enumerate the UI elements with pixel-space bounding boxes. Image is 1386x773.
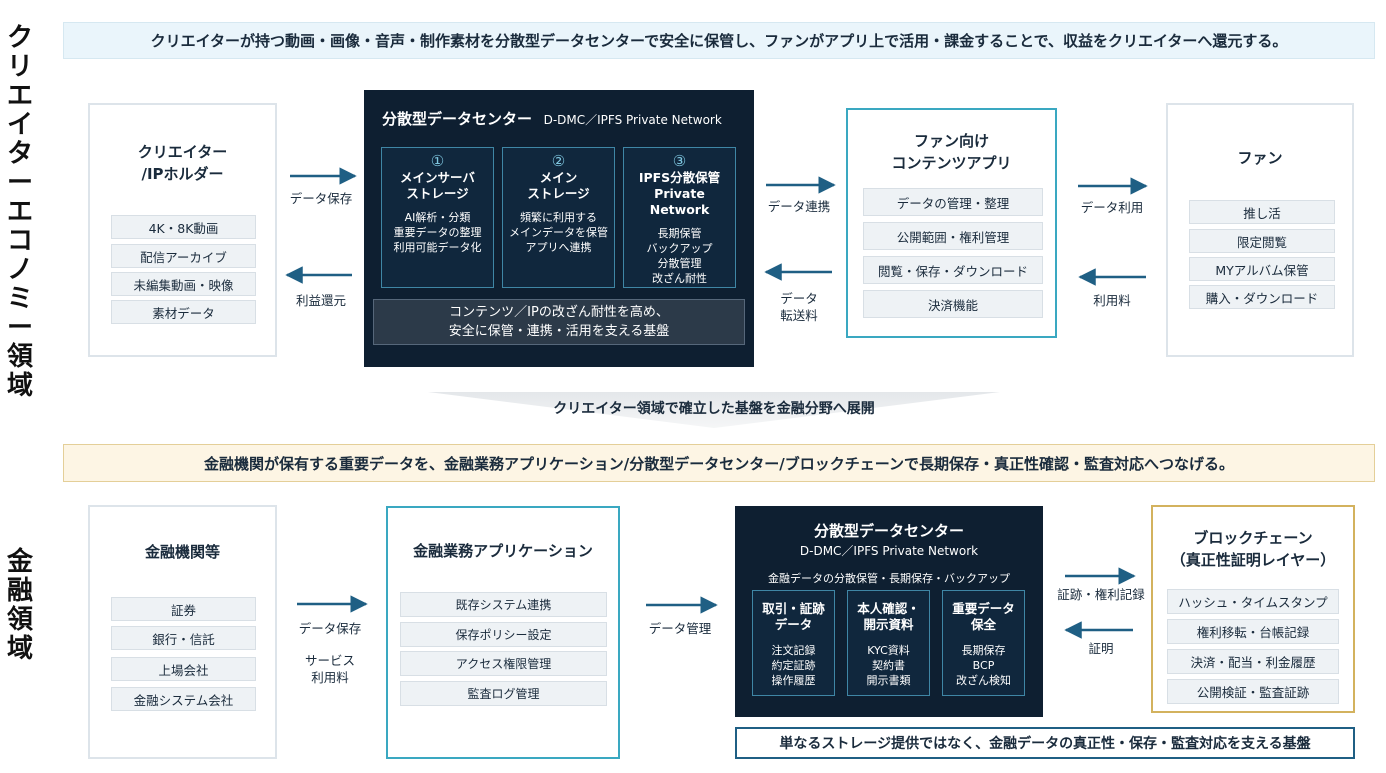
transition-text: クリエイター領域で確立した基盤を金融分野へ展開 [553,401,875,417]
fan-item: 購入・ダウンロード [1189,285,1335,309]
main-storage-box: ② メイン ストレージ 頻繁に利用する メインデータを保管 アプリへ連携 [502,147,615,288]
finance-app-item: アクセス権限管理 [400,651,607,676]
fan-app-item: 公開範囲・権利管理 [863,222,1043,250]
section-label-char: イ [6,110,33,140]
fan-panel: ファン 推し活 限定閲覧 MYアルバム保管 購入・ダウンロード [1166,103,1354,357]
section-label-char: 域 [6,371,33,401]
fan-app-title: ファン向け コンテンツアプリ [891,132,1012,172]
section-label-char: ノ [6,255,33,285]
finance-datacenter-title: 分散型データセンター [813,522,964,540]
blockchain-item: 決済・配当・利金履歴 [1167,649,1339,674]
institution-item: 金融システム会社 [111,687,256,711]
finance-section-label: 金融領域 [0,548,40,664]
ipfs-storage-box: ③ IPFS分散保管 Private Network 長期保管 バックアップ 分… [623,147,736,288]
finance-summary-banner: 金融機関が保有する重要データを、金融業務アプリケーション/分散型データセンター/… [63,444,1375,482]
arrow-label-usage-fee: 利用料 [1093,293,1131,308]
top-datacenter-heading: 分散型データセンター D-DMC／IPFS Private Network [382,110,722,128]
main-server-storage-box: ① メインサーバ ストレージ AI解析・分類 重要データの整理 利用可能データ化 [381,147,494,288]
arrow-label-data-use: データ利用 [1080,200,1144,215]
arrow-label-service-fee: サービス利用料 [304,653,355,685]
arrow-label-revenue-return: 利益還元 [295,293,346,308]
top-datacenter-footer: コンテンツ／IPの改ざん耐性を高め、安全に保管・連携・活用を支える基盤 [373,299,745,345]
arrow-label-fin-data-store: データ保存 [298,621,362,636]
fan-item: 推し活 [1189,200,1335,224]
creator-item: 4K・8K動画 [111,215,256,239]
finance-footer-statement: 単なるストレージ提供ではなく、金融データの真正性・保存・監査対応を支える基盤 [735,727,1355,759]
blockchain-panel: ブロックチェーン （真正性証明レイヤー） ハッシュ・タイムスタンプ 権利移転・台… [1151,505,1355,713]
finance-app-panel: 金融業務アプリケーション 既存システム連携 保存ポリシー設定 アクセス権限管理 … [386,506,620,759]
section-label-char: ー [6,313,33,343]
finance-app-title: 金融業務アプリケーション [413,542,593,560]
blockchain-item: 権利移転・台帳記録 [1167,619,1339,644]
arrow-label-proof: 証明 [1088,641,1114,656]
fan-app-panel: ファン向け コンテンツアプリ データの管理・整理 公開範囲・権利管理 閲覧・保存… [846,108,1057,338]
section-label-char: エ [6,81,33,111]
fan-app-item: 決済機能 [863,290,1043,318]
trade-evidence-box: 取引・証跡 データ 注文記録 約定証跡 操作履歴 [752,590,835,696]
finance-app-item: 保存ポリシー設定 [400,622,607,647]
finance-datacenter-panel: 分散型データセンター D-DMC／IPFS Private Network 金融… [735,506,1043,717]
blockchain-item: ハッシュ・タイムスタンプ [1167,589,1339,614]
arrow-label-data-store: データ保存 [289,191,353,206]
fan-title: ファン [1237,149,1283,167]
section-label-char: ク [6,23,33,53]
finance-datacenter-caption: 金融データの分散保管・長期保存・バックアップ [768,572,1010,585]
fan-item: MYアルバム保管 [1189,257,1335,281]
section-label-char: エ [6,197,33,227]
top-datacenter-panel: 分散型データセンター D-DMC／IPFS Private Network ① … [364,90,754,367]
kyc-disclosure-box: 本人確認・ 開示資料 KYC資料 契約書 開示書類 [847,590,930,696]
section-label-char: 融 [6,576,33,606]
fan-app-item: データの管理・整理 [863,188,1043,216]
arrow-label-data-transfer-fee: データ転送料 [780,291,818,323]
section-label-char: 領 [6,605,33,635]
finance-app-item: 既存システム連携 [400,592,607,617]
arrow-label-data-manage: データ管理 [648,621,712,636]
arrow-label-data-link: データ連携 [767,199,831,214]
section-label-char: リ [6,52,33,82]
section-label-char: ー [6,168,33,198]
arrow-label-proof-rights: 証跡・権利記録 [1057,587,1145,602]
institutions-title: 金融機関等 [144,543,220,561]
section-label-char: タ [6,139,33,169]
finance-app-item: 監査ログ管理 [400,681,607,706]
creator-item: 素材データ [111,300,256,324]
transition-chevron [428,392,1000,428]
section-label-char: 金 [6,547,33,577]
creator-item: 配信アーカイブ [111,244,256,268]
section-label-char: ミ [6,284,33,314]
institution-item: 銀行・信託 [111,626,256,650]
section-label-char: 域 [6,634,33,664]
creator-title: クリエイター /IPホルダー [137,143,228,183]
finance-datacenter-subtitle: D-DMC／IPFS Private Network [799,544,979,558]
blockchain-item: 公開検証・監査証跡 [1167,679,1339,704]
creator-panel: クリエイター /IPホルダー 4K・8K動画 配信アーカイブ 未編集動画・映像 … [88,103,277,357]
blockchain-title: ブロックチェーン （真正性証明レイヤー） [1170,529,1336,569]
creator-economy-section-label: クリエイターエコノミー領域 [0,24,40,401]
fan-app-item: 閲覧・保存・ダウンロード [863,256,1043,284]
institutions-panel: 金融機関等 証券 銀行・信託 上場会社 金融システム会社 [88,505,277,759]
section-label-char: コ [6,226,33,256]
creator-item: 未編集動画・映像 [111,272,256,296]
institution-item: 上場会社 [111,657,256,681]
critical-data-box: 重要データ 保全 長期保存 BCP 改ざん検知 [942,590,1025,696]
institution-item: 証券 [111,597,256,621]
section-label-char: 領 [6,342,33,372]
creator-summary-banner: クリエイターが持つ動画・画像・音声・制作素材を分散型データセンターで安全に保管し… [63,22,1375,59]
fan-item: 限定閲覧 [1189,229,1335,253]
